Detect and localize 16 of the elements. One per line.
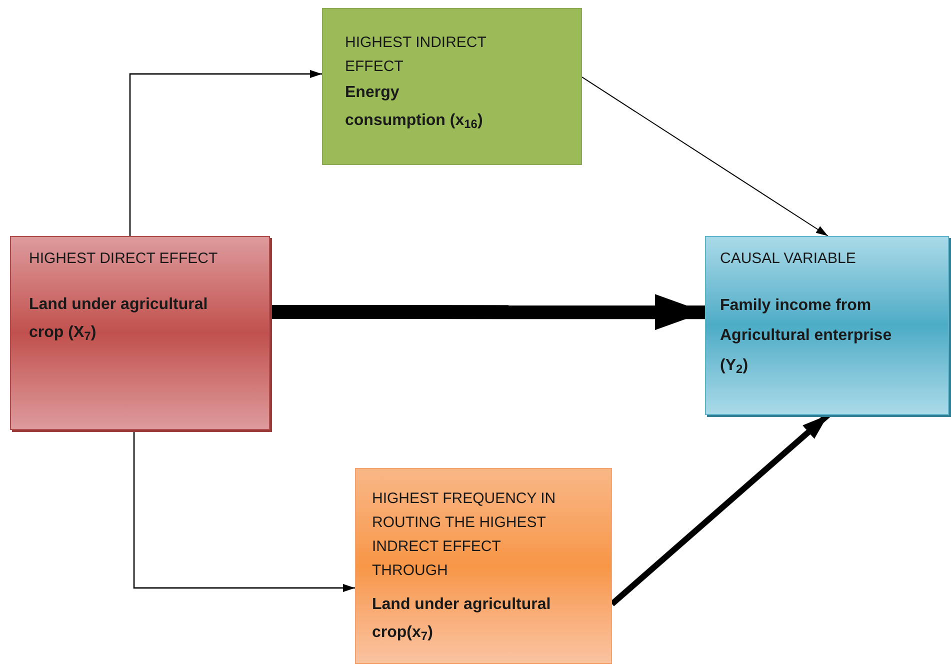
arrow — [582, 76, 828, 236]
variable-name: Land under agricultural crop (X$_{7}$) — [29, 295, 209, 345]
variable-name: Land under agricultural crop(x$_{7}$) — [372, 595, 552, 645]
indirect-effect-box — [322, 8, 582, 165]
routing-effect-box — [355, 468, 612, 664]
direct-effect-box — [10, 236, 270, 430]
box-heading: HIGHEST INDIRECT EFFECT — [345, 33, 488, 77]
variable-name: Family income from Agricultural enterprise (Y$_{2}$) — [720, 296, 893, 378]
variable-name: Energy consumption (x$_{16}$) — [345, 83, 484, 133]
box-heading: CAUSAL VARIABLE — [720, 249, 857, 269]
box-heading: HIGHEST DIRECT EFFECT — [29, 249, 219, 269]
causal-variable-box — [705, 236, 949, 415]
box-heading: HIGHEST FREQUENCY IN ROUTING THE HIGHEST INDRECT EFFECT THROUGH — [372, 489, 557, 581]
arrow — [129, 70, 322, 236]
arrow — [270, 294, 705, 330]
arrow — [133, 430, 355, 592]
